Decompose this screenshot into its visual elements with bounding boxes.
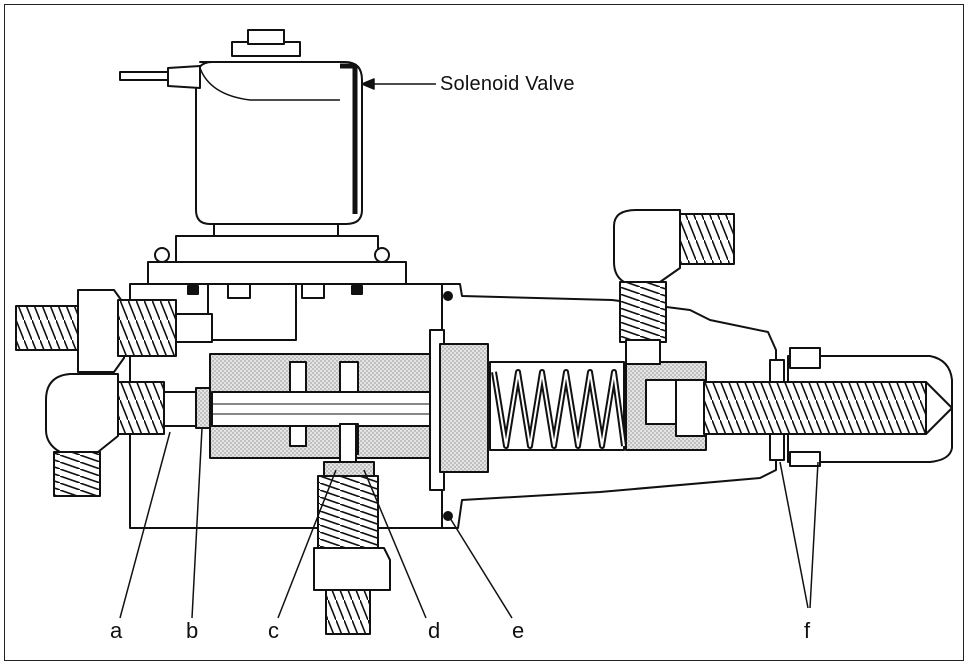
solenoid-base xyxy=(147,235,407,285)
callout-e: e xyxy=(512,618,525,643)
top-elbow-fitting xyxy=(613,209,735,365)
upper-left-fitting xyxy=(15,289,213,373)
callout-a: a xyxy=(110,618,123,643)
adjusting-screw xyxy=(703,347,953,467)
solenoid-coil xyxy=(119,29,363,237)
callout-f: f xyxy=(804,618,811,643)
lower-left-elbow xyxy=(45,373,165,497)
spring-housing xyxy=(429,283,777,529)
callout-b: b xyxy=(186,618,199,643)
bottom-fitting xyxy=(313,423,391,635)
callout-c: c xyxy=(268,618,279,643)
solenoid-valve-label: Solenoid Valve xyxy=(440,73,575,95)
leader-lines xyxy=(119,78,819,619)
valve-body xyxy=(129,283,443,529)
callout-d: d xyxy=(428,618,441,643)
